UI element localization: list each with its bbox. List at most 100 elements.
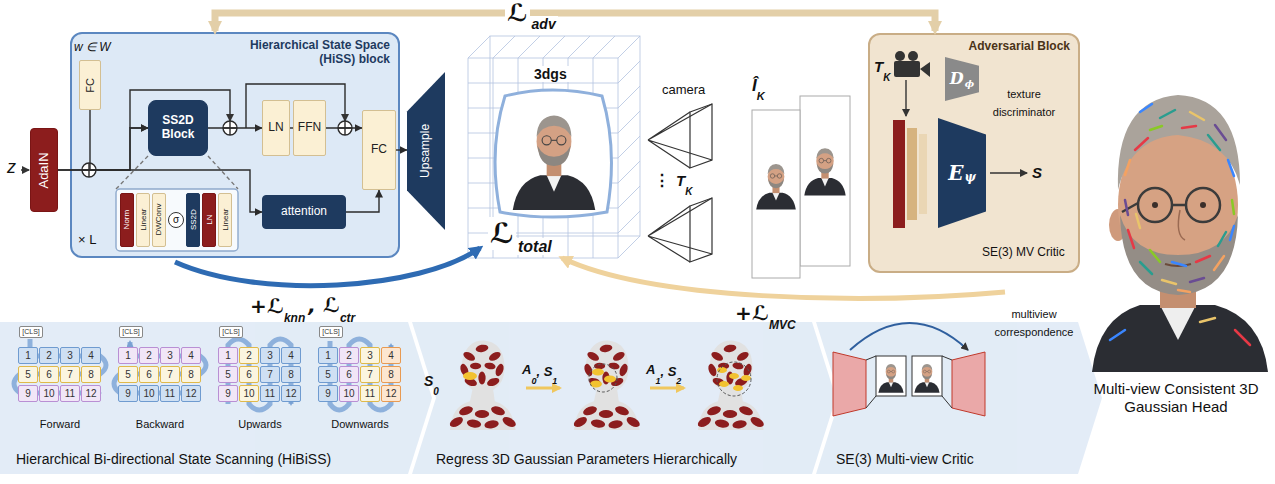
patch-token: 2	[339, 347, 359, 364]
ffn-layer: FFN	[293, 100, 326, 156]
label-slot: SE(3) MV Critic	[982, 242, 1065, 260]
critic-parts	[905, 80, 906, 116]
patch-token: 6	[239, 366, 259, 383]
label-slot: S	[424, 372, 433, 390]
node-label: 5	[125, 369, 131, 381]
text-label: SE(3) Multi-view Critic	[836, 451, 974, 467]
shape-fill	[945, 57, 979, 101]
scan-path	[330, 339, 391, 410]
node-label: 1	[225, 350, 231, 362]
patch-token: 3	[160, 347, 180, 364]
subscript: K	[757, 90, 765, 102]
shape-fill	[938, 118, 986, 228]
patch-token: 6	[339, 366, 359, 383]
gaussian-cluster	[729, 373, 739, 379]
gaussian-head	[1125, 200, 1128, 215]
block-wiring	[116, 189, 238, 251]
node-label: 7	[167, 369, 173, 381]
camera-frustum	[648, 198, 712, 262]
multiview-critic	[850, 323, 968, 350]
node-label: DWConv	[154, 204, 163, 236]
patch-token: 7	[260, 366, 280, 383]
node-label: attention	[281, 205, 327, 219]
gaussian-cube	[468, 36, 640, 58]
gaussian-head	[1140, 104, 1152, 112]
rendered-view	[752, 110, 800, 278]
node-label: 1	[25, 350, 31, 362]
gaussian-head	[1138, 188, 1172, 222]
activation-node: σ	[168, 212, 184, 228]
node-label: 5	[225, 369, 231, 381]
label-slot: 1	[552, 370, 557, 388]
linear-layer: Linear	[218, 193, 232, 247]
label-slot: knn	[284, 308, 305, 326]
gaussian-head	[1182, 126, 1196, 128]
label-slot: ⋮	[654, 172, 670, 190]
gaussian-head	[1140, 262, 1152, 274]
node-label: 3	[267, 350, 273, 362]
patch-token: 11	[260, 385, 280, 402]
adversarial-loss-bracket	[215, 13, 935, 31]
label-slot: ctr	[340, 308, 355, 326]
node-label: [CLS]	[122, 328, 140, 336]
adain-block: AdaIN	[30, 128, 58, 212]
gaussian-head	[1186, 188, 1220, 222]
gaussian-head	[1165, 264, 1191, 266]
gaussian-head	[1160, 110, 1175, 118]
node-label: 8	[388, 369, 394, 381]
camera-frustum	[648, 104, 712, 168]
gaussian-head	[1110, 104, 1250, 345]
patch-token: 2	[39, 347, 59, 364]
rendered-view	[804, 148, 845, 195]
node-label: 4	[288, 350, 294, 362]
label-slot: w ∈ W	[74, 37, 111, 55]
gaussian-cube	[495, 90, 611, 217]
gaussian-head	[1200, 318, 1215, 322]
subscript: ψ	[964, 171, 975, 185]
text-label: +ℒ	[250, 294, 284, 318]
patch-token: 7	[360, 366, 380, 383]
gaussian-cluster	[590, 381, 602, 388]
node-label: [CLS]	[322, 328, 340, 336]
patch-token: 7	[160, 366, 180, 383]
gaussian-head	[1208, 135, 1220, 150]
node-label: 2	[246, 350, 252, 362]
label-slot: , S	[536, 362, 552, 380]
gaussian-head	[1110, 330, 1125, 340]
node-label: 7	[367, 369, 373, 381]
block-wiring	[208, 156, 238, 189]
patch-token: 1	[218, 347, 238, 364]
connector	[58, 170, 262, 212]
text-label: , S	[660, 364, 676, 379]
patch-token: 8	[181, 366, 201, 383]
gaussian-head	[1122, 188, 1220, 222]
multiview-critic	[833, 352, 866, 416]
label-slot: Backward	[118, 414, 202, 432]
node-label: LN	[268, 121, 283, 135]
node-label: σ	[173, 214, 179, 226]
conv-layer: DWConv	[152, 193, 166, 247]
gaussian-head	[1128, 230, 1134, 248]
connector	[290, 127, 293, 128]
gaussian-head	[1125, 160, 1130, 175]
loss-arrow	[175, 248, 480, 286]
multiview-critic	[876, 356, 906, 396]
gaussian-head	[1162, 280, 1176, 284]
text-label: ℒ	[505, 0, 530, 27]
node-label: 3	[367, 350, 373, 362]
connector	[58, 128, 148, 170]
subscript: ctr	[340, 311, 355, 325]
subscript: 0	[531, 376, 536, 386]
patch-token: 5	[318, 366, 338, 383]
label-slot: +ℒ	[735, 302, 769, 325]
node-label: 9	[25, 388, 31, 400]
node-label: 11	[165, 388, 175, 400]
node-label: 2	[46, 350, 52, 362]
patch-token: 4	[381, 347, 401, 364]
multiview-critic	[912, 356, 942, 396]
gaussian-head	[1190, 112, 1204, 120]
node-label: 10	[143, 388, 154, 400]
adversarial-loss-bracket	[215, 13, 935, 31]
label-slot: ℒ	[505, 0, 530, 28]
block-wiring	[223, 121, 237, 135]
